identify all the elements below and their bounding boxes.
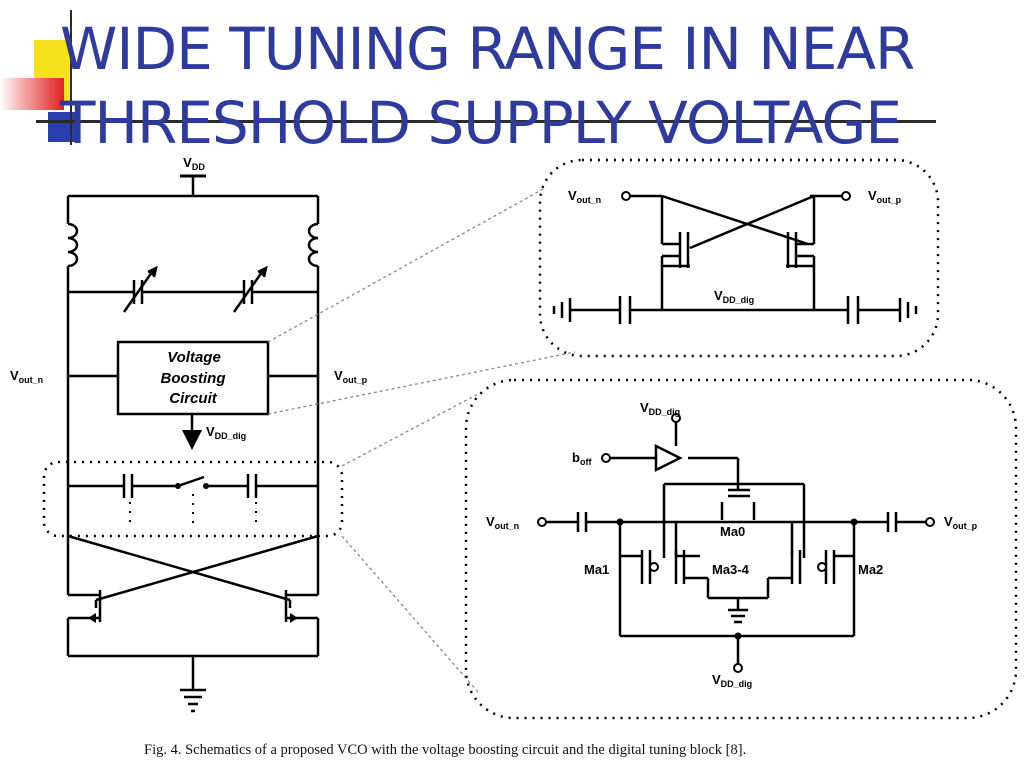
varactor-pair	[68, 265, 318, 313]
decor-red-gradient	[0, 78, 64, 110]
ma34-label: Ma3-4	[712, 562, 750, 577]
boost-label-1: Voltage	[167, 349, 221, 366]
zoom-connectors	[267, 187, 576, 693]
vout-n-label-bottom: Vout_n	[486, 514, 519, 531]
nmos-right-arrow	[290, 613, 298, 623]
decor-vertical-line	[70, 10, 72, 145]
vout-n-label-top: Vout_n	[568, 188, 601, 205]
cross-coupled-pair	[66, 534, 320, 713]
boost-detail-panel: Vout_n Vout_p VDD_dig	[538, 158, 940, 358]
vout-p-label-left: Vout_p	[334, 368, 368, 385]
vout-p-label-bottom: Vout_p	[944, 514, 978, 531]
vco-core	[66, 174, 320, 595]
vdd-main-label: VDD	[183, 155, 205, 172]
slide-title-line-1: WIDE TUNING RANGE IN NEAR	[60, 15, 915, 83]
vout-p-label-top: Vout_p	[868, 188, 902, 205]
vdd-dig-label-bottom: VDD_dig	[712, 672, 752, 689]
boost-label-2: Boosting	[161, 370, 226, 387]
ma0-label: Ma0	[720, 524, 745, 539]
inductor-right	[307, 222, 319, 268]
vdd-dig-label-left: VDD_dig	[206, 424, 246, 441]
digital-tuning-block	[42, 460, 344, 538]
vdd-dig-label-top: VDD_dig	[714, 288, 754, 305]
boost-label-3: Circuit	[169, 390, 218, 407]
nmos-left-arrow	[88, 613, 96, 623]
tuning-detail-panel: VDD_dig boff Vout_n Vout_p Ma0 Ma1 Ma2 M…	[464, 378, 1018, 720]
ma1-label: Ma1	[584, 562, 609, 577]
figure-caption: Fig. 4. Schematics of a proposed VCO wit…	[144, 742, 747, 758]
vdd-dig-label-inv: VDD_dig	[640, 400, 680, 417]
ma2-label: Ma2	[858, 562, 883, 577]
decor-horizontal-line	[36, 120, 936, 123]
slide-title-line-2: THRESHOLD SUPPLY VOLTAGE	[60, 89, 902, 157]
voltage-boosting-circuit: Voltage Boosting Circuit	[68, 340, 318, 450]
vout-n-label-left: Vout_n	[10, 368, 43, 385]
slide-title: WIDE TUNING RANGE IN NEAR THRESHOLD SUPP…	[60, 12, 1000, 160]
boff-label: boff	[572, 450, 592, 467]
inductor-left	[67, 222, 79, 268]
